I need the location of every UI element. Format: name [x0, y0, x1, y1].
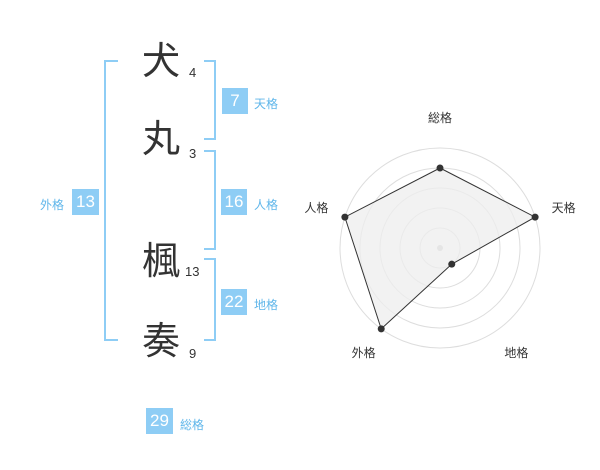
radar-shape: [341, 164, 539, 333]
name-char-4: 奏: [142, 319, 181, 363]
radar-ring: [339, 147, 541, 349]
gaikaku-label: 外格: [40, 198, 65, 212]
radar-axis-label-5: 人格: [304, 200, 328, 215]
soukaku-value: 29: [146, 408, 173, 434]
name-char-2: 丸: [142, 117, 181, 161]
jinkaku-bracket: [204, 150, 216, 250]
radar-point-3: [448, 260, 456, 268]
tenkaku-label: 天格: [254, 97, 279, 111]
radar-axis-label-3: 地格: [504, 345, 528, 360]
tenkaku-bracket: [204, 60, 216, 140]
chikaku-value: 22: [221, 289, 247, 315]
radar-axis-label-1: 総格: [428, 110, 452, 125]
chikaku-label: 地格: [254, 298, 279, 312]
radar-point-5: [341, 213, 349, 221]
radar-polygon: [344, 167, 537, 330]
radar-point-4: [377, 325, 385, 333]
stroke-count-4: 9: [189, 346, 197, 361]
radar-axis-label-2: 天格: [552, 200, 576, 215]
name-char-1: 犬: [142, 39, 181, 83]
radar-axis-label-4: 外格: [352, 345, 376, 360]
chikaku-bracket: [204, 258, 216, 341]
stroke-count-2: 3: [189, 146, 197, 161]
jinkaku-label: 人格: [254, 198, 279, 212]
gaikaku-value: 13: [72, 189, 99, 215]
stroke-count-3: 13: [185, 264, 200, 279]
gaikaku-bracket: [104, 60, 118, 341]
radar-point-2: [531, 213, 539, 221]
soukaku-label: 総格: [180, 418, 205, 432]
name-char-3: 楓: [142, 239, 181, 283]
tenkaku-value: 7: [222, 88, 248, 114]
stroke-count-1: 4: [189, 65, 197, 80]
radar-point-1: [436, 164, 444, 172]
jinkaku-value: 16: [221, 189, 247, 215]
